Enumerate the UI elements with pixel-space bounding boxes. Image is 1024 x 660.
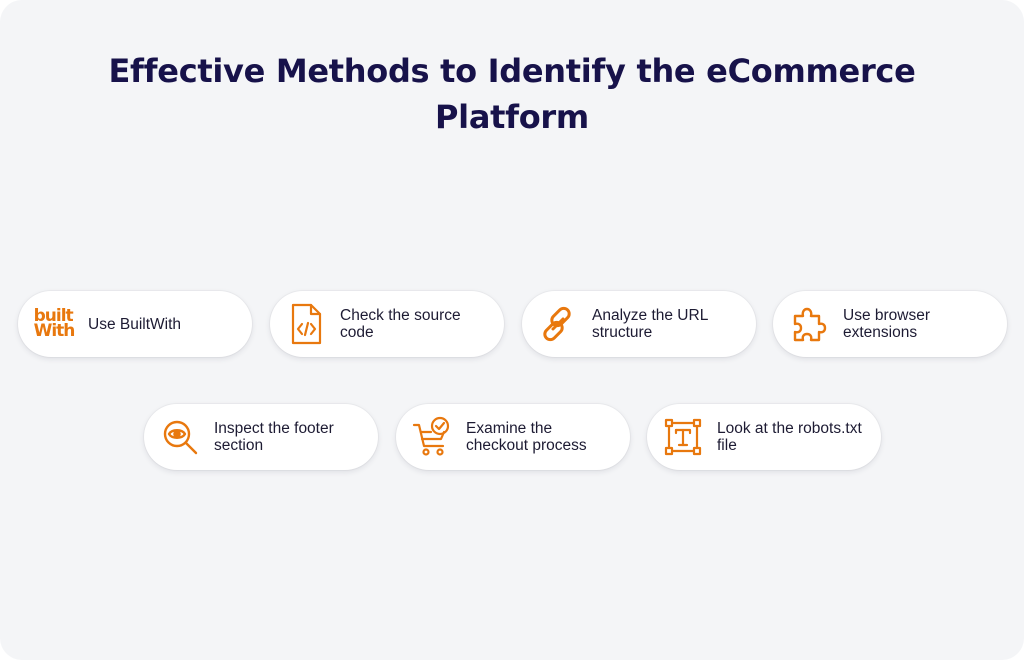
method-card-url-structure: Analyze the URL structure [522, 291, 756, 357]
method-label: Look at the robots.txt file [717, 420, 862, 454]
method-card-robots-txt: Look at the robots.txt file [647, 404, 881, 470]
method-label: Use browser extensions [843, 307, 930, 341]
builtwith-logo: built With [33, 306, 76, 341]
title-line-1: Effective Methods to Identify the eComme… [108, 52, 916, 90]
title-line-2: Platform [435, 98, 589, 136]
text-box-icon [659, 413, 707, 461]
method-label: Use BuiltWith [88, 315, 182, 333]
method-label: Inspect the footer section [214, 420, 334, 454]
method-label: Examine the checkout process [466, 420, 587, 454]
cart-check-icon [408, 413, 456, 461]
method-card-checkout-process: Examine the checkout process [396, 404, 630, 470]
puzzle-icon [785, 300, 833, 348]
diagram-title: Effective Methods to Identify the eComme… [0, 48, 1024, 140]
method-label: Check the source code [340, 307, 461, 341]
code-file-icon [282, 300, 330, 348]
magnifier-eye-icon [156, 413, 204, 461]
link-icon [534, 300, 582, 348]
method-label: Analyze the URL structure [592, 307, 708, 341]
method-card-builtwith: built With Use BuiltWith [18, 291, 252, 357]
method-card-source-code: Check the source code [270, 291, 504, 357]
method-card-footer-section: Inspect the footer section [144, 404, 378, 470]
method-card-browser-extensions: Use browser extensions [773, 291, 1007, 357]
